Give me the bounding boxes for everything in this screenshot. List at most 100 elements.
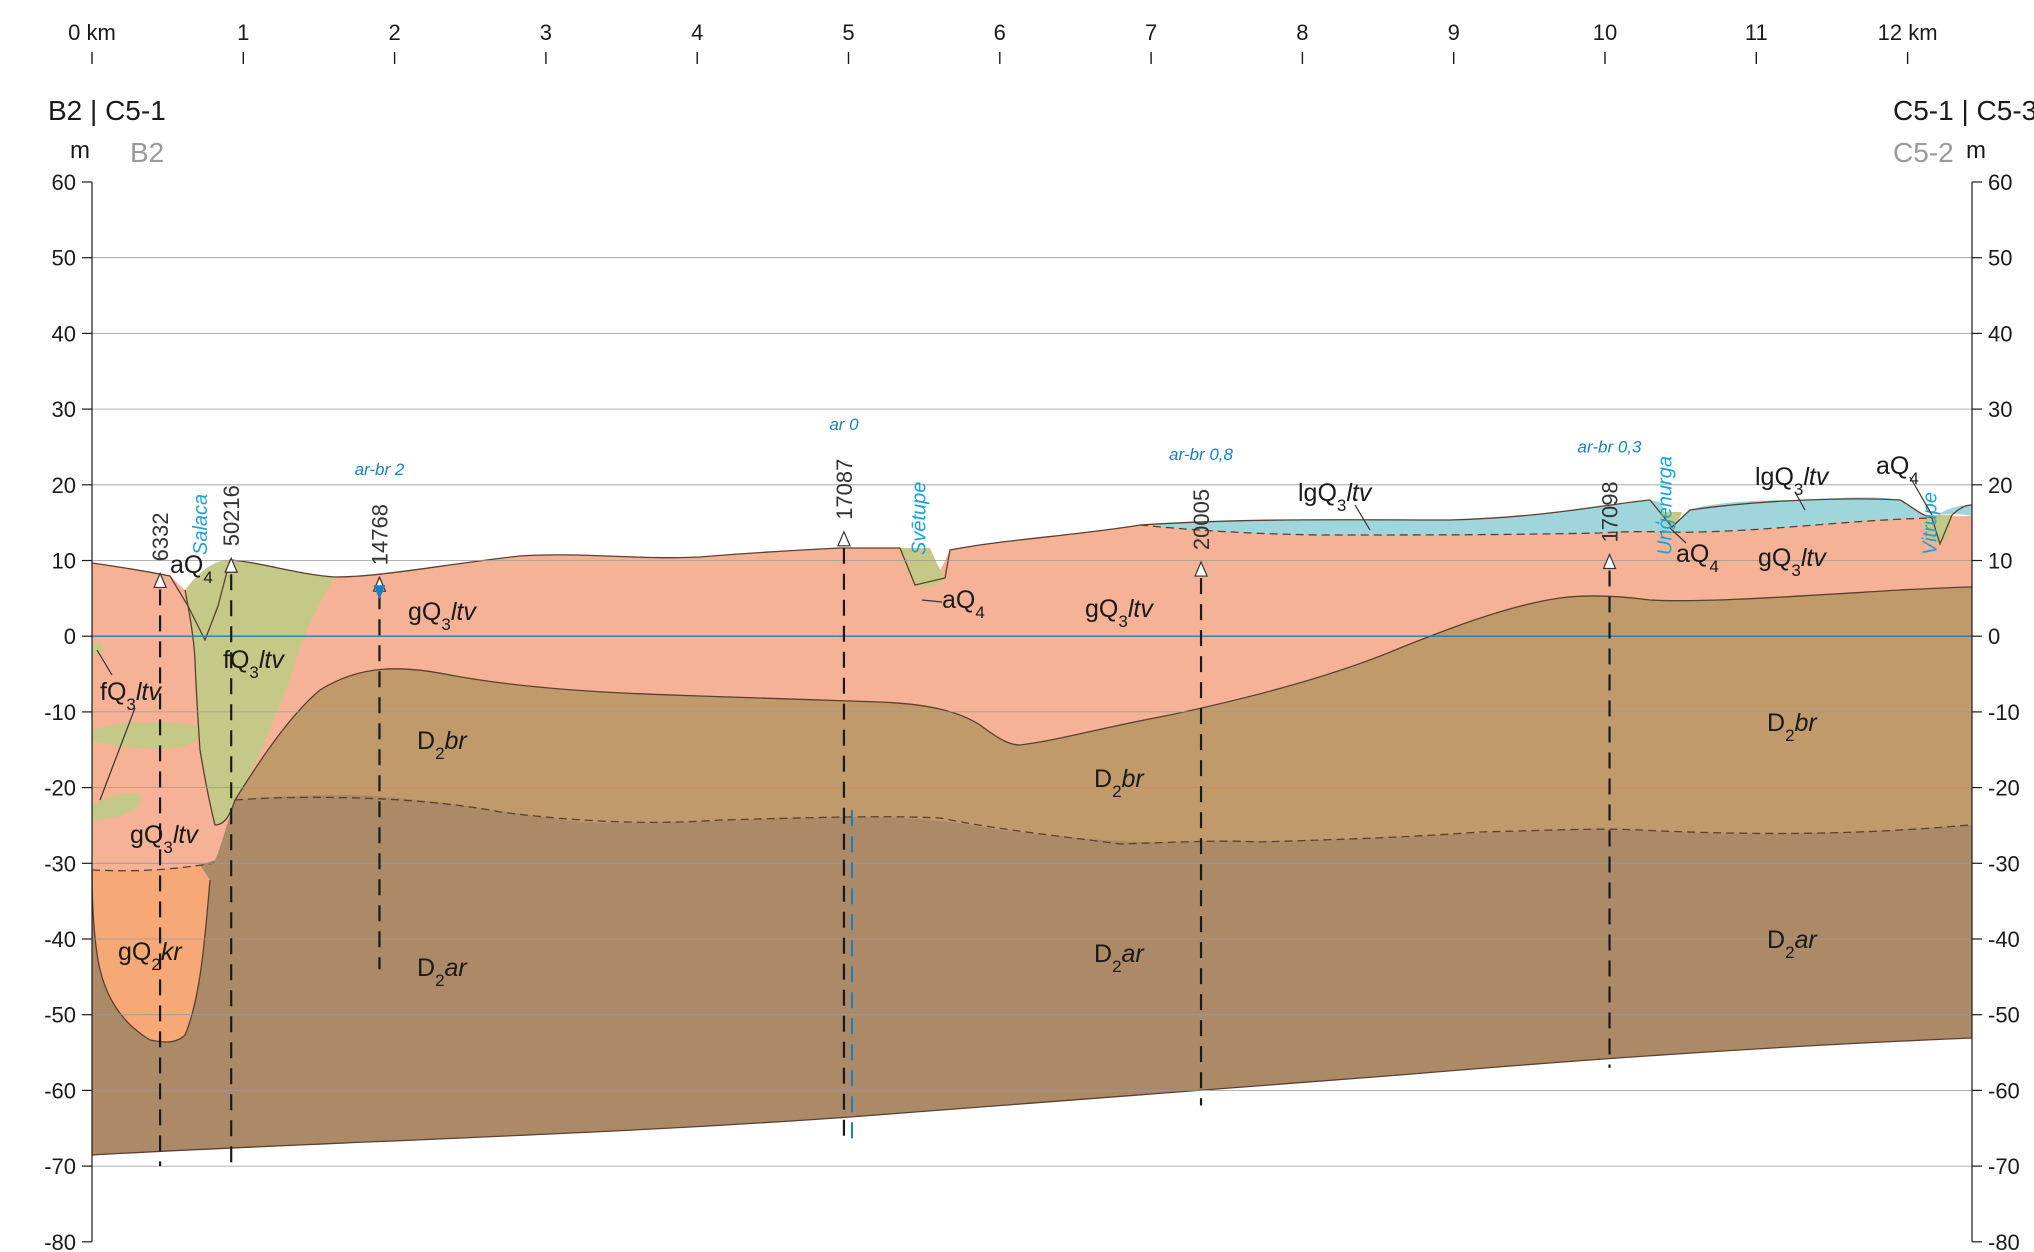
left-axis-label: -30 [44, 851, 76, 876]
borehole-number: 14768 [367, 504, 392, 565]
leader-aq4-ungenurga [1669, 527, 1687, 544]
left-axis-label: -10 [44, 700, 76, 725]
top-axis-label: 12 km [1878, 20, 1938, 45]
label-gq2kr: gQ2kr [118, 938, 183, 974]
right-axis-label: -50 [1988, 1003, 2020, 1028]
left-unit-label: m [70, 137, 90, 164]
grid [92, 257, 1972, 1167]
layer-fq3ltv-lens-1 [92, 722, 202, 750]
left-section-title: B2 | C5-1 [48, 95, 166, 126]
borehole-20005: 20005 ar-br 0,8 [1169, 445, 1234, 1106]
label-gq3ltv-4: gQ3ltv [130, 821, 199, 857]
left-axis-label: 30 [52, 397, 76, 422]
boundary-fq3 [184, 589, 236, 826]
label-gq3ltv-1: gQ3ltv [408, 598, 477, 634]
hydrochem-label: ar-br 2 [355, 460, 405, 479]
top-axis-label: 5 [842, 20, 854, 45]
borehole-number: 17098 [1598, 481, 1623, 542]
top-axis-label: 11 [1745, 20, 1768, 45]
left-axis-label: -40 [44, 927, 76, 952]
hydrochem-label: ar-br 0,8 [1169, 445, 1233, 464]
borehole-number: 6332 [148, 512, 173, 561]
right-axis-label: 50 [1988, 246, 2012, 271]
boundary-d2br-d2ar [234, 796, 1973, 845]
right-section-subtitle: C5-2 [1893, 137, 1954, 168]
left-axis-label: -70 [44, 1154, 76, 1179]
river-label: Svētupe [909, 482, 931, 555]
label-lgq3ltv-1: lgQ3ltv [1298, 479, 1373, 515]
right-axis-label: -10 [1988, 700, 2020, 725]
right-axis-label: -30 [1988, 851, 2020, 876]
top-axis-label: 2 [388, 20, 400, 45]
layers [92, 497, 1972, 1155]
label-lgq3ltv-2: lgQ3ltv [1755, 463, 1830, 499]
layer-aq4-ungenurga [1658, 512, 1682, 528]
label-gq3ltv-3: gQ3ltv [1758, 544, 1827, 580]
right-axis-label: -80 [1988, 1230, 2020, 1252]
left-axis-label: -20 [44, 776, 76, 801]
borehole-number: 20005 [1189, 489, 1214, 550]
hydrochem-label: ar 0 [829, 415, 859, 434]
left-axis-label: 40 [52, 321, 76, 346]
label-d2br-2: D2br [1094, 765, 1145, 801]
river-label: Unģenurga [1655, 456, 1677, 555]
label-gq3ltv-2: gQ3ltv [1085, 595, 1154, 631]
leader-lgq3-2 [1794, 491, 1806, 511]
left-axis-label: 10 [52, 549, 76, 574]
boundary-gq3-d2br [234, 586, 1973, 801]
layer-gq3ltv [92, 516, 1972, 871]
layer-fq3ltv [185, 560, 335, 825]
label-aq4-ungenurga: aQ4 [1676, 540, 1719, 576]
boundary-lgq3-base [1139, 517, 1933, 536]
layer-aq4-salaca [188, 606, 218, 640]
leader-fq3-left [96, 649, 113, 676]
dashed-boundaries [91, 517, 1973, 872]
left-axis-label: 60 [52, 170, 76, 195]
boundary-gq2kr [91, 869, 211, 1043]
right-axis-label: 10 [1988, 549, 2012, 574]
label-aq4-svetupe: aQ4 [942, 586, 985, 622]
surface-line [91, 498, 1973, 642]
top-axis-label: 6 [994, 20, 1006, 45]
water-level-marker [373, 585, 386, 600]
borehole-6332: 6332 [148, 512, 173, 1167]
boundary-d2-base [91, 1037, 1973, 1156]
left-axis-label: -60 [44, 1078, 76, 1103]
left-axis-label: 20 [52, 473, 76, 498]
leader-lines [96, 476, 1933, 801]
label-aq4-salaca: aQ4 [170, 551, 213, 587]
left-axis-label: -80 [44, 1230, 76, 1252]
right-axis-label: 40 [1988, 321, 2012, 346]
left-section-subtitle: B2 [130, 137, 164, 168]
right-axis-label: -70 [1988, 1154, 2020, 1179]
layer-labels: aQ4 aQ4 aQ4 aQ4 fQ3ltv fQ3ltv gQ3ltv gQ3… [100, 452, 1919, 990]
borehole-number: 17087 [832, 459, 857, 520]
top-axis-label: 0 km [68, 20, 116, 45]
layer-d2br [235, 587, 1972, 843]
right-axis-label: 30 [1988, 397, 2012, 422]
borehole-17087: 17087 ar 0 [829, 415, 859, 1144]
label-d2br-3: D2br [1767, 709, 1818, 745]
right-axis-label: -20 [1988, 776, 2020, 801]
right-axis-label: 60 [1988, 170, 2012, 195]
borehole-head-marker [224, 556, 239, 573]
right-axis-label: -40 [1988, 927, 2020, 952]
label-aq4-vitrupe: aQ4 [1876, 452, 1919, 488]
left-axis-label: -50 [44, 1003, 76, 1028]
top-axis-label: 4 [691, 20, 703, 45]
label-fq3ltv-left: fQ3ltv [100, 678, 162, 714]
layer-boundaries [91, 498, 1973, 1156]
layer-fq3ltv-lens-3 [92, 642, 104, 655]
borehole-14768: 14768 ar-br 2 [355, 460, 405, 970]
label-d2ar-3: D2ar [1767, 926, 1818, 962]
leader-fq3-lens [99, 707, 136, 801]
layer-lgq3ltv [1140, 497, 1972, 535]
label-fq3ltv-main: fQ3ltv [223, 646, 285, 682]
layer-gq2kr [92, 865, 210, 1043]
